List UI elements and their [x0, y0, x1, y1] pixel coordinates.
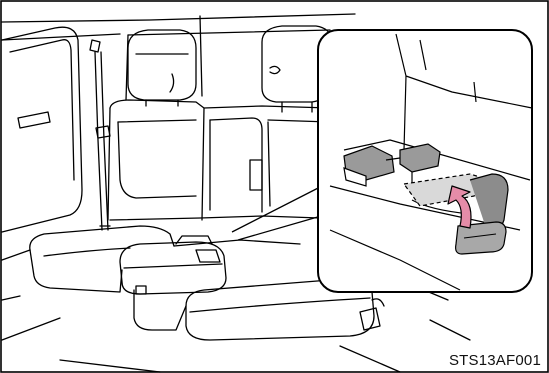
- figure-code: STS13AF001: [449, 352, 541, 369]
- detail-inset: [318, 30, 532, 292]
